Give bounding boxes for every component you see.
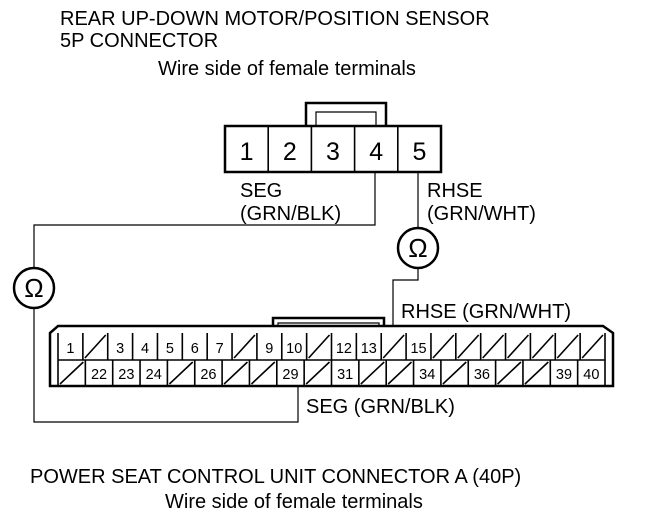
empty-cavity bbox=[531, 334, 554, 359]
empty-cavity bbox=[387, 361, 413, 385]
empty-cavity bbox=[506, 334, 530, 359]
empty-cavity bbox=[360, 361, 385, 385]
empty-cavity bbox=[84, 334, 107, 359]
ohmmeter-right-icon: Ω bbox=[396, 226, 440, 270]
wire-seg bbox=[33, 172, 376, 423]
pin-40p: 9 bbox=[265, 341, 273, 357]
label-seg-top-color: (GRN/BLK) bbox=[240, 203, 341, 225]
empty-cavity bbox=[442, 361, 467, 385]
header-wire-side: Wire side of female terminals bbox=[158, 58, 416, 80]
connector-5p: 1 2 3 4 5 bbox=[223, 101, 443, 174]
empty-cavity bbox=[223, 361, 248, 385]
pin-40p: 31 bbox=[337, 367, 353, 383]
pin-40p: 5 bbox=[166, 341, 174, 357]
empty-cavity bbox=[308, 334, 331, 359]
pin-40p: 36 bbox=[474, 367, 490, 383]
footer-title: POWER SEAT CONTROL UNIT CONNECTOR A (40P… bbox=[30, 466, 521, 488]
pin-40p: 6 bbox=[191, 341, 199, 357]
pin-40p: 26 bbox=[200, 367, 216, 383]
header-connector-type: 5P CONNECTOR bbox=[60, 30, 218, 52]
pin-5p: 1 bbox=[240, 138, 254, 166]
label-rhse-bottom: RHSE (GRN/WHT) bbox=[401, 301, 571, 323]
empty-cavity bbox=[59, 361, 84, 385]
empty-cavity bbox=[457, 334, 480, 359]
label-seg-bottom: SEG (GRN/BLK) bbox=[306, 396, 455, 418]
pin-5p: 2 bbox=[283, 138, 297, 166]
pin-40p: 12 bbox=[336, 341, 352, 357]
pin-40p: 40 bbox=[583, 367, 599, 383]
label-seg-top: SEG bbox=[240, 180, 282, 202]
pin-40p: 3 bbox=[116, 341, 124, 357]
empty-cavity bbox=[250, 361, 276, 385]
pin-5p: 3 bbox=[326, 138, 340, 166]
pin-40p: 22 bbox=[91, 367, 107, 383]
pin-40p: 34 bbox=[419, 367, 435, 383]
empty-cavity bbox=[168, 361, 194, 385]
empty-cavity bbox=[382, 334, 405, 359]
pin-5p: 5 bbox=[412, 138, 426, 166]
pin-40p: 24 bbox=[146, 367, 162, 383]
label-rhse-top-color: (GRN/WHT) bbox=[427, 203, 536, 225]
pin-40p: 7 bbox=[216, 341, 224, 357]
pin-5p: 4 bbox=[369, 138, 383, 166]
empty-cavity bbox=[482, 334, 505, 359]
label-rhse-top: RHSE bbox=[427, 180, 483, 202]
ohmmeter-left-icon: Ω bbox=[12, 266, 56, 310]
svg-text:Ω: Ω bbox=[408, 233, 427, 263]
wire-rhse bbox=[392, 172, 419, 345]
pin-40p: 15 bbox=[410, 341, 426, 357]
pin-40p: 10 bbox=[286, 341, 302, 357]
header-title: REAR UP-DOWN MOTOR/POSITION SENSOR bbox=[60, 8, 490, 30]
empty-cavity bbox=[524, 361, 549, 385]
pin-40p: 23 bbox=[118, 367, 134, 383]
empty-cavity bbox=[581, 334, 604, 359]
empty-cavity bbox=[556, 334, 579, 359]
pin-40p: 39 bbox=[556, 367, 572, 383]
empty-cavity bbox=[305, 361, 331, 385]
pin-40p: 29 bbox=[282, 367, 298, 383]
pin-40p: 1 bbox=[66, 341, 74, 357]
footer-wire-side: Wire side of female terminals bbox=[165, 491, 423, 513]
pin-40p: 4 bbox=[141, 341, 149, 357]
pin-40p: 13 bbox=[361, 341, 377, 357]
svg-text:Ω: Ω bbox=[24, 273, 43, 303]
empty-cavity bbox=[432, 334, 455, 359]
empty-cavity bbox=[233, 334, 256, 359]
empty-cavity bbox=[497, 361, 522, 385]
